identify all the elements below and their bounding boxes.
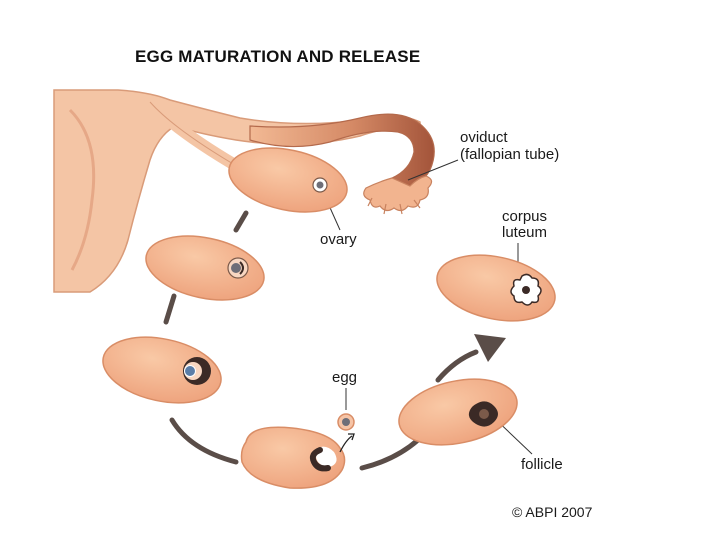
ovary-stage-4: [240, 426, 355, 489]
ovary-label: ovary: [320, 231, 357, 248]
diagram-title: EGG MATURATION AND RELEASE: [135, 47, 421, 66]
egg-cell: [337, 413, 355, 431]
oviduct: [249, 113, 435, 215]
ovary-stage-5: [398, 378, 518, 446]
oviduct-leader: [407, 159, 459, 181]
luteum-label: luteum: [502, 224, 548, 241]
ovary-stage-3: [102, 336, 222, 404]
egg-label: egg: [332, 369, 358, 386]
copyright-notice: © ABPI 2007: [512, 504, 593, 520]
corpus-label: corpus: [502, 208, 548, 225]
ovary-stage-2: [145, 235, 265, 301]
ovary-stage-6: [436, 254, 556, 322]
cycle-arrowhead: [474, 334, 506, 362]
ovary-stage-1: [228, 147, 348, 213]
oviduct-label: oviduct: [460, 129, 508, 146]
fallopian-tube-label: (fallopian tube): [460, 146, 560, 163]
cycle-path: [163, 210, 479, 471]
follicle-label: follicle: [521, 456, 563, 473]
